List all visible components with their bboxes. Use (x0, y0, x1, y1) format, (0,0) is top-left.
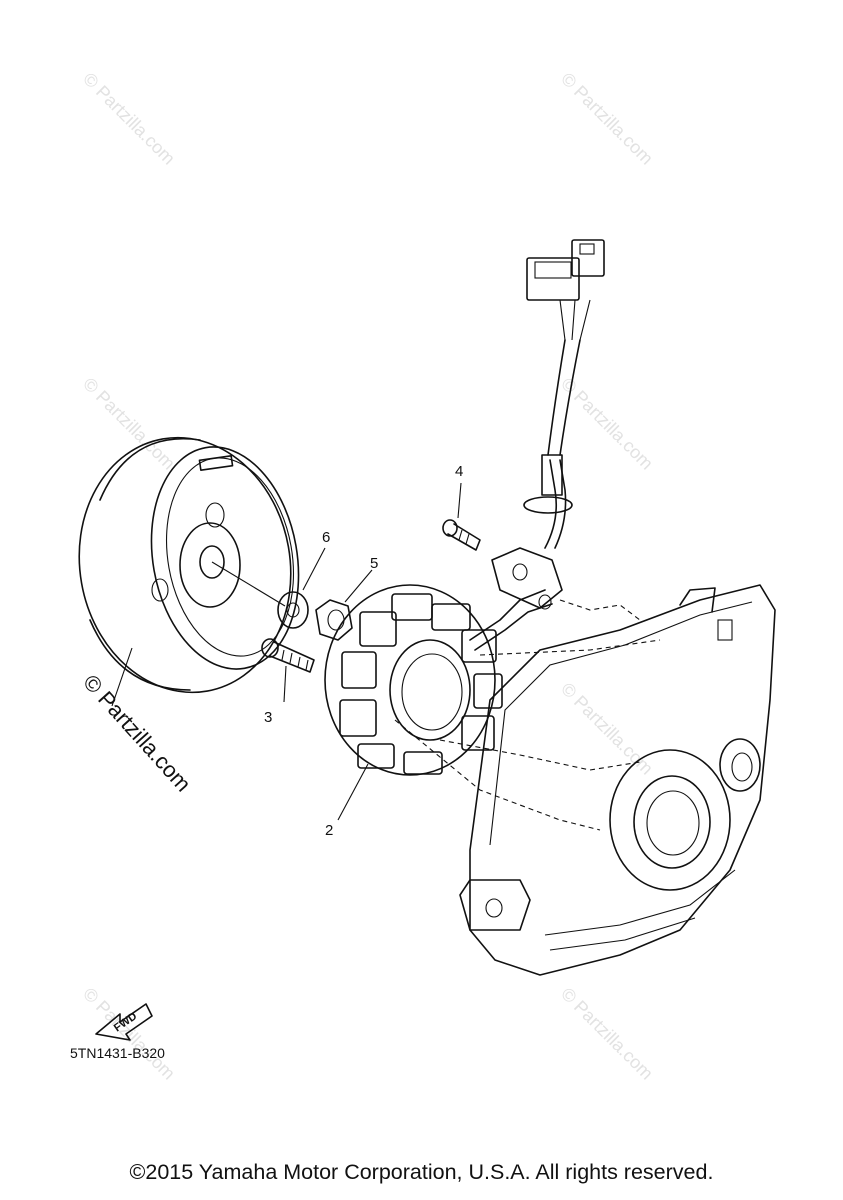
pulser-bracket (442, 519, 563, 610)
watermark-1: © Partzilla.com (79, 69, 179, 169)
watermark-5: © Partzilla.com (557, 679, 657, 779)
watermark-7: © Partzilla.com (557, 984, 657, 1084)
lead-wire-harness (523, 239, 605, 549)
diagram-reference-code: 5TN1431-B320 (70, 1045, 165, 1061)
callout-part-2: 2 (325, 822, 333, 839)
watermark-4: © Partzilla.com (557, 374, 657, 474)
callout-leaders (111, 482, 462, 821)
copyright-notice: ©2015 Yamaha Motor Corporation, U.S.A. A… (129, 1160, 714, 1184)
callout-part-4: 4 (455, 463, 463, 480)
callout-labels: 2 3 4 5 6 (264, 463, 463, 839)
nut (315, 599, 353, 641)
watermark-6: © Partzilla.com (79, 984, 179, 1084)
flywheel-rotor (78, 436, 300, 694)
crankcase-cover (459, 584, 776, 976)
watermark-2: © Partzilla.com (557, 69, 657, 169)
bolt-3 (261, 638, 315, 673)
callout-part-6: 6 (322, 529, 330, 546)
assembly-guide-lines (394, 599, 661, 831)
callout-part-5: 5 (370, 555, 378, 572)
washer (277, 591, 309, 629)
stator-assembly (324, 584, 553, 776)
callout-part-3: 3 (264, 709, 272, 726)
watermark-large: © Partzilla.com (78, 670, 196, 797)
